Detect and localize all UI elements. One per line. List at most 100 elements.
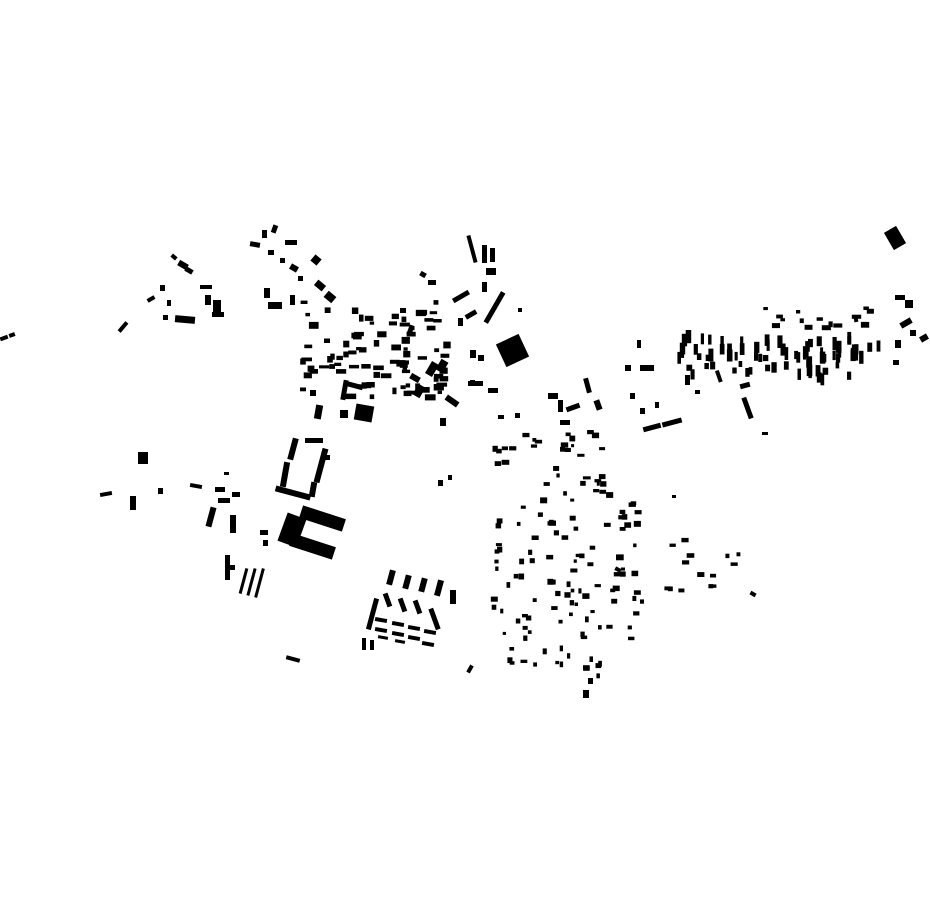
building bbox=[495, 333, 530, 368]
building bbox=[820, 347, 824, 357]
building bbox=[361, 364, 371, 369]
building bbox=[400, 385, 406, 390]
building bbox=[177, 259, 189, 271]
building bbox=[260, 530, 268, 535]
building bbox=[298, 276, 303, 281]
building bbox=[500, 608, 504, 614]
building bbox=[440, 353, 450, 358]
building bbox=[577, 453, 585, 457]
building bbox=[876, 340, 881, 352]
building bbox=[380, 373, 392, 379]
building bbox=[559, 645, 563, 652]
building bbox=[426, 325, 436, 331]
building bbox=[305, 312, 310, 317]
building bbox=[389, 359, 400, 364]
building bbox=[189, 482, 203, 490]
building bbox=[631, 570, 639, 577]
building bbox=[307, 365, 315, 372]
building bbox=[580, 635, 588, 640]
building bbox=[308, 481, 318, 498]
building bbox=[594, 584, 601, 588]
building bbox=[838, 348, 842, 358]
building bbox=[619, 527, 626, 531]
building bbox=[309, 369, 318, 374]
building bbox=[741, 396, 754, 420]
building bbox=[853, 317, 859, 323]
building bbox=[429, 311, 438, 315]
building bbox=[714, 369, 723, 383]
building bbox=[285, 240, 297, 245]
building bbox=[705, 354, 710, 361]
building bbox=[343, 351, 349, 358]
building bbox=[428, 607, 441, 631]
building bbox=[686, 553, 695, 558]
building bbox=[630, 501, 637, 506]
building bbox=[167, 300, 171, 306]
building bbox=[866, 308, 874, 314]
building bbox=[470, 350, 476, 358]
building bbox=[574, 602, 578, 606]
building bbox=[591, 432, 600, 439]
building bbox=[8, 332, 16, 338]
building bbox=[548, 579, 556, 585]
building bbox=[614, 566, 622, 573]
building bbox=[569, 600, 575, 606]
building bbox=[369, 394, 375, 400]
building bbox=[727, 343, 732, 358]
building bbox=[899, 317, 913, 329]
building bbox=[407, 390, 417, 395]
building bbox=[369, 321, 375, 325]
building bbox=[531, 535, 539, 540]
building bbox=[520, 505, 526, 509]
building bbox=[402, 574, 412, 590]
building bbox=[319, 365, 330, 369]
building bbox=[625, 365, 631, 371]
building bbox=[344, 380, 364, 391]
building bbox=[327, 356, 333, 363]
building bbox=[343, 340, 350, 348]
building bbox=[685, 375, 690, 385]
building bbox=[391, 620, 405, 628]
building bbox=[732, 367, 737, 374]
building bbox=[522, 432, 530, 438]
building bbox=[603, 522, 611, 527]
building bbox=[565, 402, 581, 413]
building bbox=[448, 475, 452, 480]
building bbox=[748, 367, 753, 375]
building bbox=[805, 341, 810, 352]
building bbox=[494, 461, 502, 466]
building bbox=[415, 383, 420, 390]
building bbox=[739, 381, 751, 390]
building bbox=[509, 647, 515, 651]
building bbox=[655, 402, 659, 408]
building bbox=[412, 599, 423, 615]
building bbox=[529, 558, 535, 564]
building bbox=[596, 673, 600, 679]
building bbox=[796, 352, 801, 363]
building bbox=[0, 334, 9, 342]
building bbox=[534, 439, 543, 444]
building bbox=[697, 572, 705, 577]
building bbox=[466, 664, 474, 674]
building bbox=[754, 341, 760, 353]
building bbox=[313, 404, 324, 420]
building bbox=[478, 355, 484, 361]
building bbox=[816, 372, 822, 383]
building bbox=[433, 376, 439, 382]
building bbox=[402, 366, 407, 372]
building bbox=[910, 330, 916, 336]
building bbox=[859, 350, 864, 364]
building bbox=[495, 523, 502, 529]
building bbox=[348, 350, 357, 355]
building bbox=[583, 690, 589, 698]
building bbox=[494, 559, 499, 564]
building bbox=[612, 585, 620, 592]
building bbox=[419, 270, 427, 279]
building bbox=[553, 466, 560, 471]
building bbox=[621, 514, 628, 520]
building bbox=[458, 318, 463, 326]
building bbox=[516, 521, 521, 526]
building bbox=[205, 506, 217, 528]
building bbox=[555, 590, 561, 597]
building bbox=[611, 598, 618, 604]
